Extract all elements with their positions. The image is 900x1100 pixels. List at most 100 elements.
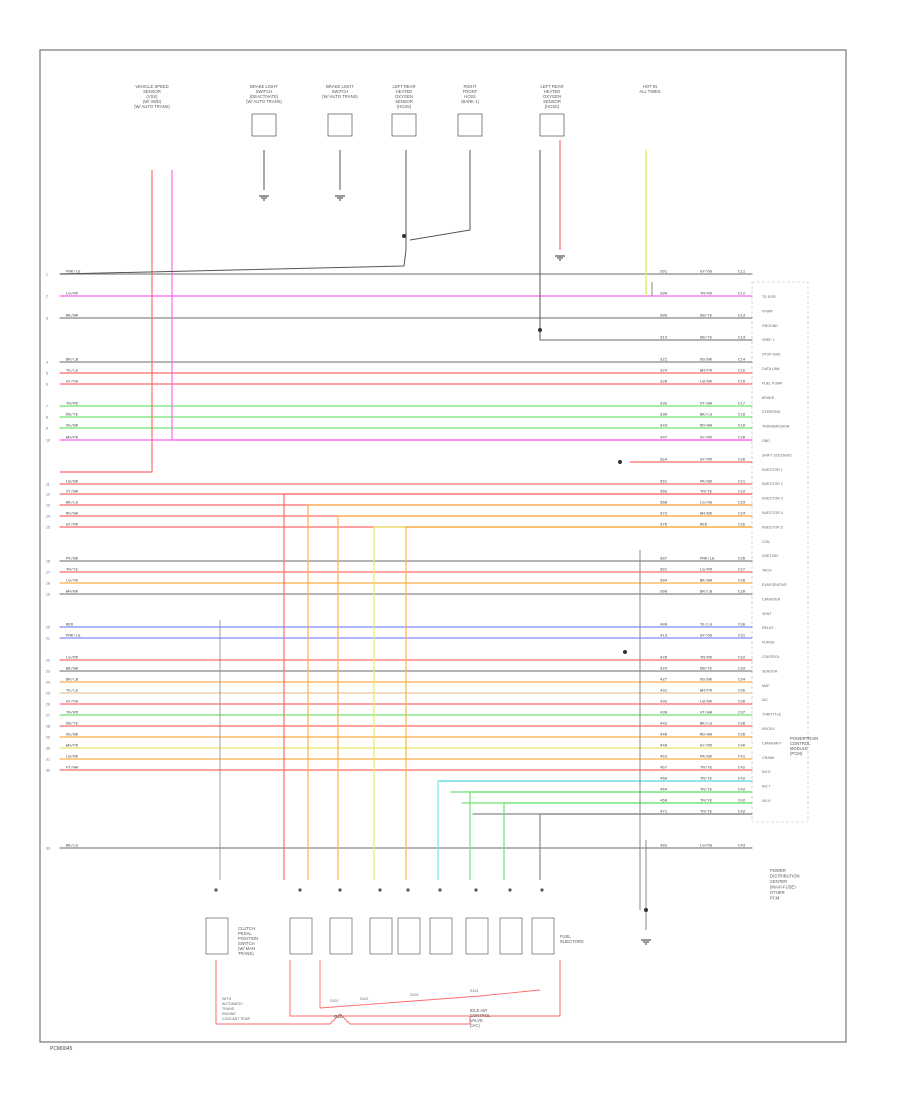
pcm-function-label: INJECTOR 2 xyxy=(762,482,783,486)
circuit-number: 324 xyxy=(660,370,668,374)
pin-number: C37 xyxy=(738,712,746,716)
wire-color-code: GY/OG xyxy=(700,634,713,639)
bottom-note-label: COOLANT TEMP xyxy=(222,1017,251,1021)
diagram-frame xyxy=(39,49,847,1043)
row-number: 22 xyxy=(46,659,50,663)
wire-color-code: YE/LG xyxy=(66,689,79,694)
pin-number: C11 xyxy=(738,271,746,275)
pcm-function-label: SHIFT SOLENOID xyxy=(762,453,792,457)
wire-color-code: OG/BK xyxy=(66,424,79,429)
pin-number: C22 xyxy=(738,491,746,495)
wire-color-code: LB/BK xyxy=(700,700,713,705)
wire-color-code: WH/BK xyxy=(66,590,79,595)
top-component-label: ALL TIMES xyxy=(639,89,660,94)
bottom-note-label: ENGINE xyxy=(222,1012,236,1016)
pcm-function-label: RELAY xyxy=(762,626,774,630)
pin-number: C13 xyxy=(738,315,746,319)
bottom-component-box xyxy=(531,917,555,955)
wire-color-code: OG/BK xyxy=(700,678,713,683)
wire-color-code: BR/LB xyxy=(700,590,713,595)
injector-feed-wire xyxy=(469,791,752,880)
pin-number: C32 xyxy=(738,657,746,661)
splice-label: S103 xyxy=(410,993,418,997)
wire-color-code: BK/LG xyxy=(700,413,713,418)
top-component-label: (W/ AUTO TRANS) xyxy=(246,99,282,104)
wire-color-code: BK/WH xyxy=(66,314,79,319)
circuit-number: 328 xyxy=(660,381,668,385)
wire-color-code: GY/OG xyxy=(700,270,713,275)
wire-color-code: BK/WH xyxy=(700,579,713,584)
top-component-label: SWITCH xyxy=(256,89,273,94)
circuit-number: 372 xyxy=(660,513,668,517)
row-number: 1 xyxy=(46,273,48,277)
bottom-component-label: IDLE AIR xyxy=(470,1008,487,1013)
wire-color-code: LB/BK xyxy=(66,480,79,485)
pin-number: C33 xyxy=(738,668,746,672)
pcm-function-label: CAMSHAFT xyxy=(762,741,783,745)
row-number: 19 xyxy=(46,593,50,597)
row-number: 23 xyxy=(46,670,50,674)
row-number: 25 xyxy=(46,692,50,696)
injector-return-wire xyxy=(319,960,541,1009)
pin-number: C12 xyxy=(738,293,746,297)
pin-number: C29 xyxy=(738,591,746,595)
bottom-component-label: TRANS) xyxy=(238,951,254,956)
wire-color-code: GY/OG xyxy=(66,700,79,705)
page-id: PCM0045 xyxy=(50,1046,72,1052)
wire-color-code: DB/YE xyxy=(700,336,713,341)
pcm-function-label: THROTTLE xyxy=(762,713,782,717)
pcm-function-label: PURGE xyxy=(762,641,775,645)
bottom-component-label: PEDAL xyxy=(238,931,252,936)
circuit-number: 438 xyxy=(660,712,668,716)
connector-pin xyxy=(338,888,342,892)
circuit-number: 306 xyxy=(660,315,668,319)
pin-number: C43 xyxy=(738,845,746,849)
pcm-function-label: INJ 7 xyxy=(762,785,770,789)
pin-number: C23 xyxy=(738,502,746,506)
pcm-label: (PCM) xyxy=(790,751,803,756)
wire-color-code: LG/RD xyxy=(66,656,79,661)
circuit-number: 347 xyxy=(660,437,668,441)
vss-wire-red xyxy=(60,170,153,473)
wire-color-code: PNK/LG xyxy=(66,634,81,639)
circuit-number: 431 xyxy=(660,690,668,694)
wire-color-code: VT/WH xyxy=(66,766,79,771)
pin-number: C25 xyxy=(738,524,746,528)
pcm-label: POWERTRAIN xyxy=(790,736,818,741)
wire-color-code: YE/LG xyxy=(700,623,713,628)
connector-pin xyxy=(378,888,382,892)
circuit-number: 291 xyxy=(660,271,668,275)
bottom-component-box xyxy=(205,917,229,955)
pcm-label: MODULE xyxy=(790,746,808,751)
circuit-number: 299 xyxy=(660,293,668,297)
splice-label: S104 xyxy=(470,989,478,993)
wire-color-code: GY/RD xyxy=(66,523,79,528)
pcm-function-label: INJ 8 xyxy=(762,799,770,803)
ground-label: G10 xyxy=(334,1014,343,1019)
wire-color-code: TN/YE xyxy=(700,799,713,804)
row-number: 31 xyxy=(46,758,50,762)
injector-feed-wire xyxy=(307,504,752,880)
pin-number: C38 xyxy=(738,723,746,727)
top-component-label: LEFT REAR xyxy=(393,84,416,89)
circuit-number: 427 xyxy=(660,679,668,683)
wire-color-code: BR/LB xyxy=(66,358,79,363)
connector-pin xyxy=(298,888,302,892)
splice-label: S101 xyxy=(330,999,338,1003)
wire-color-code: TN/YE xyxy=(66,568,79,573)
component-layer xyxy=(205,113,651,955)
top-component-label: LEFT REAR xyxy=(541,84,564,89)
bottom-note-label: AUTOMATIC xyxy=(222,1002,243,1006)
injector-feed-wire xyxy=(437,780,752,880)
circuit-number: 409 xyxy=(660,624,668,628)
pcm-function-label: CRANK xyxy=(762,756,775,760)
wire-color-code: DB/YE xyxy=(700,667,713,672)
pcm-label: CONTROL xyxy=(790,741,811,746)
pcm-function-label: MAF xyxy=(762,684,770,688)
vss-wire-pink xyxy=(171,170,752,441)
injector-feed-wire xyxy=(539,813,752,880)
wire-color-code: TN/YE xyxy=(700,788,713,793)
row-number: 20 xyxy=(46,626,50,630)
